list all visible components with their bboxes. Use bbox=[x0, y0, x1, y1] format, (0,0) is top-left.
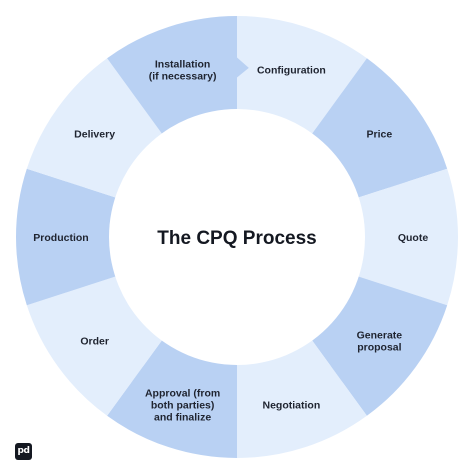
step-label-2: Price bbox=[367, 129, 393, 141]
step-label-line: Approval (from bbox=[145, 387, 220, 399]
step-label-line: (if necessary) bbox=[149, 71, 217, 83]
step-label-7: Order bbox=[80, 335, 109, 347]
segment-step-3 bbox=[349, 168, 458, 306]
segment-arrow-10 bbox=[237, 57, 249, 78]
step-label-line: both parties) bbox=[151, 399, 215, 411]
center-title: The CPQ Process bbox=[157, 228, 316, 249]
wheel-center bbox=[109, 109, 365, 365]
step-label-line: Price bbox=[367, 129, 393, 141]
segment-step-10 bbox=[107, 16, 237, 142]
step-label-line: Delivery bbox=[74, 129, 115, 141]
step-label-line: and finalize bbox=[154, 411, 211, 423]
step-label-line: Quote bbox=[398, 232, 428, 244]
step-label-line: Installation bbox=[155, 59, 210, 71]
step-label-9: Delivery bbox=[74, 129, 115, 141]
step-label-1: Configuration bbox=[257, 65, 326, 77]
segment-step-8 bbox=[16, 168, 125, 306]
step-label-8: Production bbox=[33, 232, 88, 244]
segment-step-5 bbox=[237, 332, 367, 458]
step-label-10: Installation(if necessary) bbox=[149, 59, 217, 83]
step-label-line: proposal bbox=[357, 341, 401, 353]
step-label-3: Quote bbox=[398, 232, 428, 244]
step-label-line: Production bbox=[33, 232, 88, 244]
pandadoc-logo-icon: pd bbox=[15, 443, 32, 460]
step-label-line: Configuration bbox=[257, 65, 326, 77]
segment-step-1 bbox=[237, 16, 367, 142]
step-label-line: Negotiation bbox=[263, 399, 321, 411]
step-label-5: Negotiation bbox=[263, 399, 321, 411]
segment-step-6 bbox=[107, 332, 237, 458]
step-label-line: Generate bbox=[357, 329, 403, 341]
step-label-line: Order bbox=[80, 335, 109, 347]
